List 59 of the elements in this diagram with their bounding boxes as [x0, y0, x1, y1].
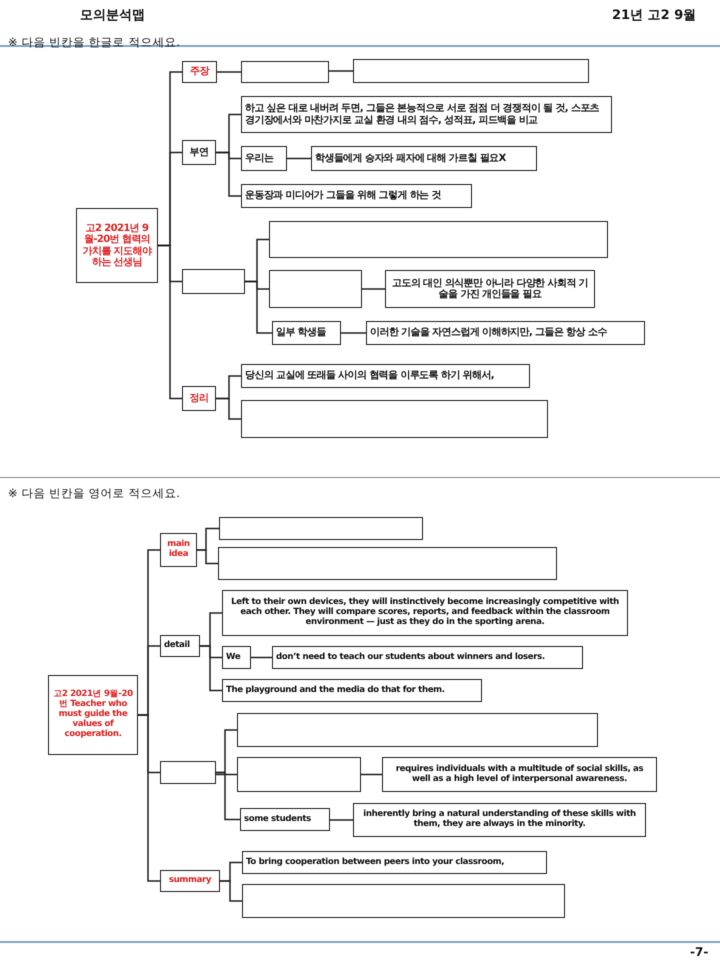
- text-box: 일부 학생들: [272, 321, 341, 345]
- category-box: summary: [160, 870, 220, 892]
- header-title: 모의분석맵: [80, 7, 145, 24]
- answer-box: [269, 221, 608, 258]
- text-box: requires individuals with a multitude of social skills, as well as a high level of interpersonal awareness.: [382, 757, 657, 792]
- category-box: main idea: [160, 533, 197, 567]
- connector-line: [245, 280, 272, 334]
- instruction-text: ※ 다음 빈칸을 한글로 적으세요.: [8, 35, 180, 50]
- text-box: 운동장과 미디어가 그들을 위해 그렇게 하는 것: [241, 184, 472, 208]
- answer-box: [218, 547, 557, 580]
- connector-line: [287, 158, 311, 160]
- connector-line: [158, 244, 182, 400]
- page-number: -7-: [690, 945, 708, 959]
- text-box: detail: [160, 635, 200, 657]
- connector-line: [216, 398, 241, 420]
- answer-box: [237, 713, 598, 747]
- answer-box: [353, 59, 589, 83]
- text-box: don’t need to teach our students about winners and losers.: [272, 646, 583, 669]
- text-box: 당신의 교실에 또래들 사이의 협력을 이루도록 하기 위해서,: [241, 364, 530, 388]
- connector-line: [138, 714, 160, 882]
- text-box: 이러한 기술을 자연스럽게 이해하지만, 그들은 항상 소수: [366, 321, 645, 345]
- text-box: We: [222, 646, 251, 669]
- text-box: some students: [240, 808, 330, 831]
- connector-line: [216, 774, 237, 776]
- header-date: 21년 고2 9월: [612, 7, 696, 24]
- category-box: 주장: [182, 61, 217, 83]
- connector-line: [341, 332, 366, 334]
- text-box: 우리는: [241, 146, 287, 171]
- connector-line: [361, 774, 382, 776]
- connector-line: [362, 288, 385, 290]
- connector-line: [251, 656, 272, 658]
- connector-line: [220, 880, 242, 902]
- answer-box: [241, 400, 548, 438]
- topic-box: 고2 2021년 9월-20번 Teacher who must guide the values of cooperation.: [48, 675, 138, 755]
- answer-box: [242, 884, 565, 918]
- connector-line: [197, 549, 218, 564]
- text-box: 부연: [182, 140, 216, 165]
- connector-line: [217, 71, 241, 73]
- text-box: 학생들에게 승자와 패자에 대해 가르칠 필요X: [311, 146, 537, 171]
- answer-box: [241, 61, 329, 83]
- text-box: The playground and the media do that for them.: [222, 679, 482, 702]
- answer-box: [160, 761, 216, 784]
- connector-line: [330, 819, 353, 821]
- connector-line: [329, 70, 353, 72]
- answer-box: [237, 757, 361, 792]
- answer-box: [269, 270, 362, 308]
- answer-box: [219, 517, 423, 540]
- text-box: 하고 싶은 대로 내버려 두면, 그들은 본능적으로 서로 점점 더 경쟁적이 될 것, 스포츠 경기장에서와 마찬가지로 교실 환경 내의 점수, 성적표, 피드백을 비교: [241, 96, 612, 133]
- text-box: To bring cooperation between peers into your classroom,: [242, 851, 547, 874]
- category-box: 정리: [182, 386, 216, 411]
- text-box: inherently bring a natural understanding of these skills with them, they are always in the minority.: [353, 803, 646, 837]
- connector-line: [200, 645, 222, 692]
- answer-box: [182, 269, 245, 294]
- connector-line: [216, 152, 241, 197]
- instruction-text: ※ 다음 빈칸을 영어로 적으세요.: [8, 486, 180, 501]
- text-box: Left to their own devices, they will instinctively become increasingly competitive with each other. They will compare scores, reports, and feedback within the classroom environment — just as they do in the sporting arena.: [222, 590, 628, 636]
- connector-line: [216, 772, 240, 820]
- topic-box: 고2 2021년 9월-20번 협력의 가치를 지도해야 하는 선생님: [76, 208, 158, 283]
- text-box: 고도의 대인 의식뿐만 아니라 다양한 사회적 기술을 가진 개인들을 필요: [385, 270, 595, 308]
